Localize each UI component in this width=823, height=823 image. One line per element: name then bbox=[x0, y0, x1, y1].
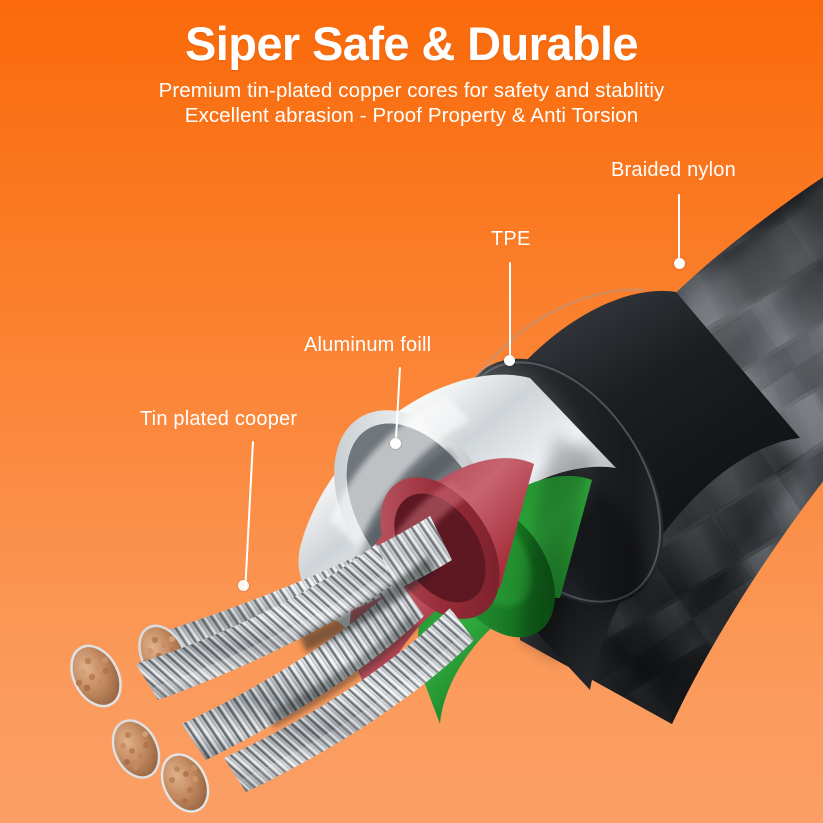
callout-label-braided-nylon: Braided nylon bbox=[611, 159, 736, 181]
tin-plated-copper-strands bbox=[70, 516, 474, 813]
leader-dot-tin-plated-copper bbox=[238, 580, 249, 591]
header-block: Siper Safe & Durable Premium tin-plated … bbox=[0, 0, 823, 128]
callout-label-tin-plated-copper: Tin plated cooper bbox=[140, 408, 298, 430]
leader-line-tpe bbox=[509, 262, 511, 360]
leader-dot-tpe bbox=[504, 355, 515, 366]
leader-line-braided-nylon bbox=[678, 194, 680, 260]
strand-bundle-2 bbox=[70, 544, 394, 708]
strand-bundle-4 bbox=[160, 608, 474, 813]
page-title: Siper Safe & Durable bbox=[185, 17, 639, 70]
leader-line-tin-plated-copper bbox=[244, 440, 254, 591]
leader-dot-aluminum-foil bbox=[390, 438, 401, 449]
callout-label-aluminum-foil: Aluminum foill bbox=[304, 334, 432, 356]
leader-line-aluminum-foil bbox=[394, 366, 401, 445]
leader-dot-braided-nylon bbox=[673, 258, 685, 269]
callout-label-tpe: TPE bbox=[491, 228, 531, 250]
subtitle-line-2: Excellent abrasion - Proof Property & An… bbox=[184, 104, 639, 127]
subtitle-line-1: Premium tin-plated copper cores for safe… bbox=[158, 79, 665, 102]
strand-bundle-3 bbox=[111, 582, 424, 779]
